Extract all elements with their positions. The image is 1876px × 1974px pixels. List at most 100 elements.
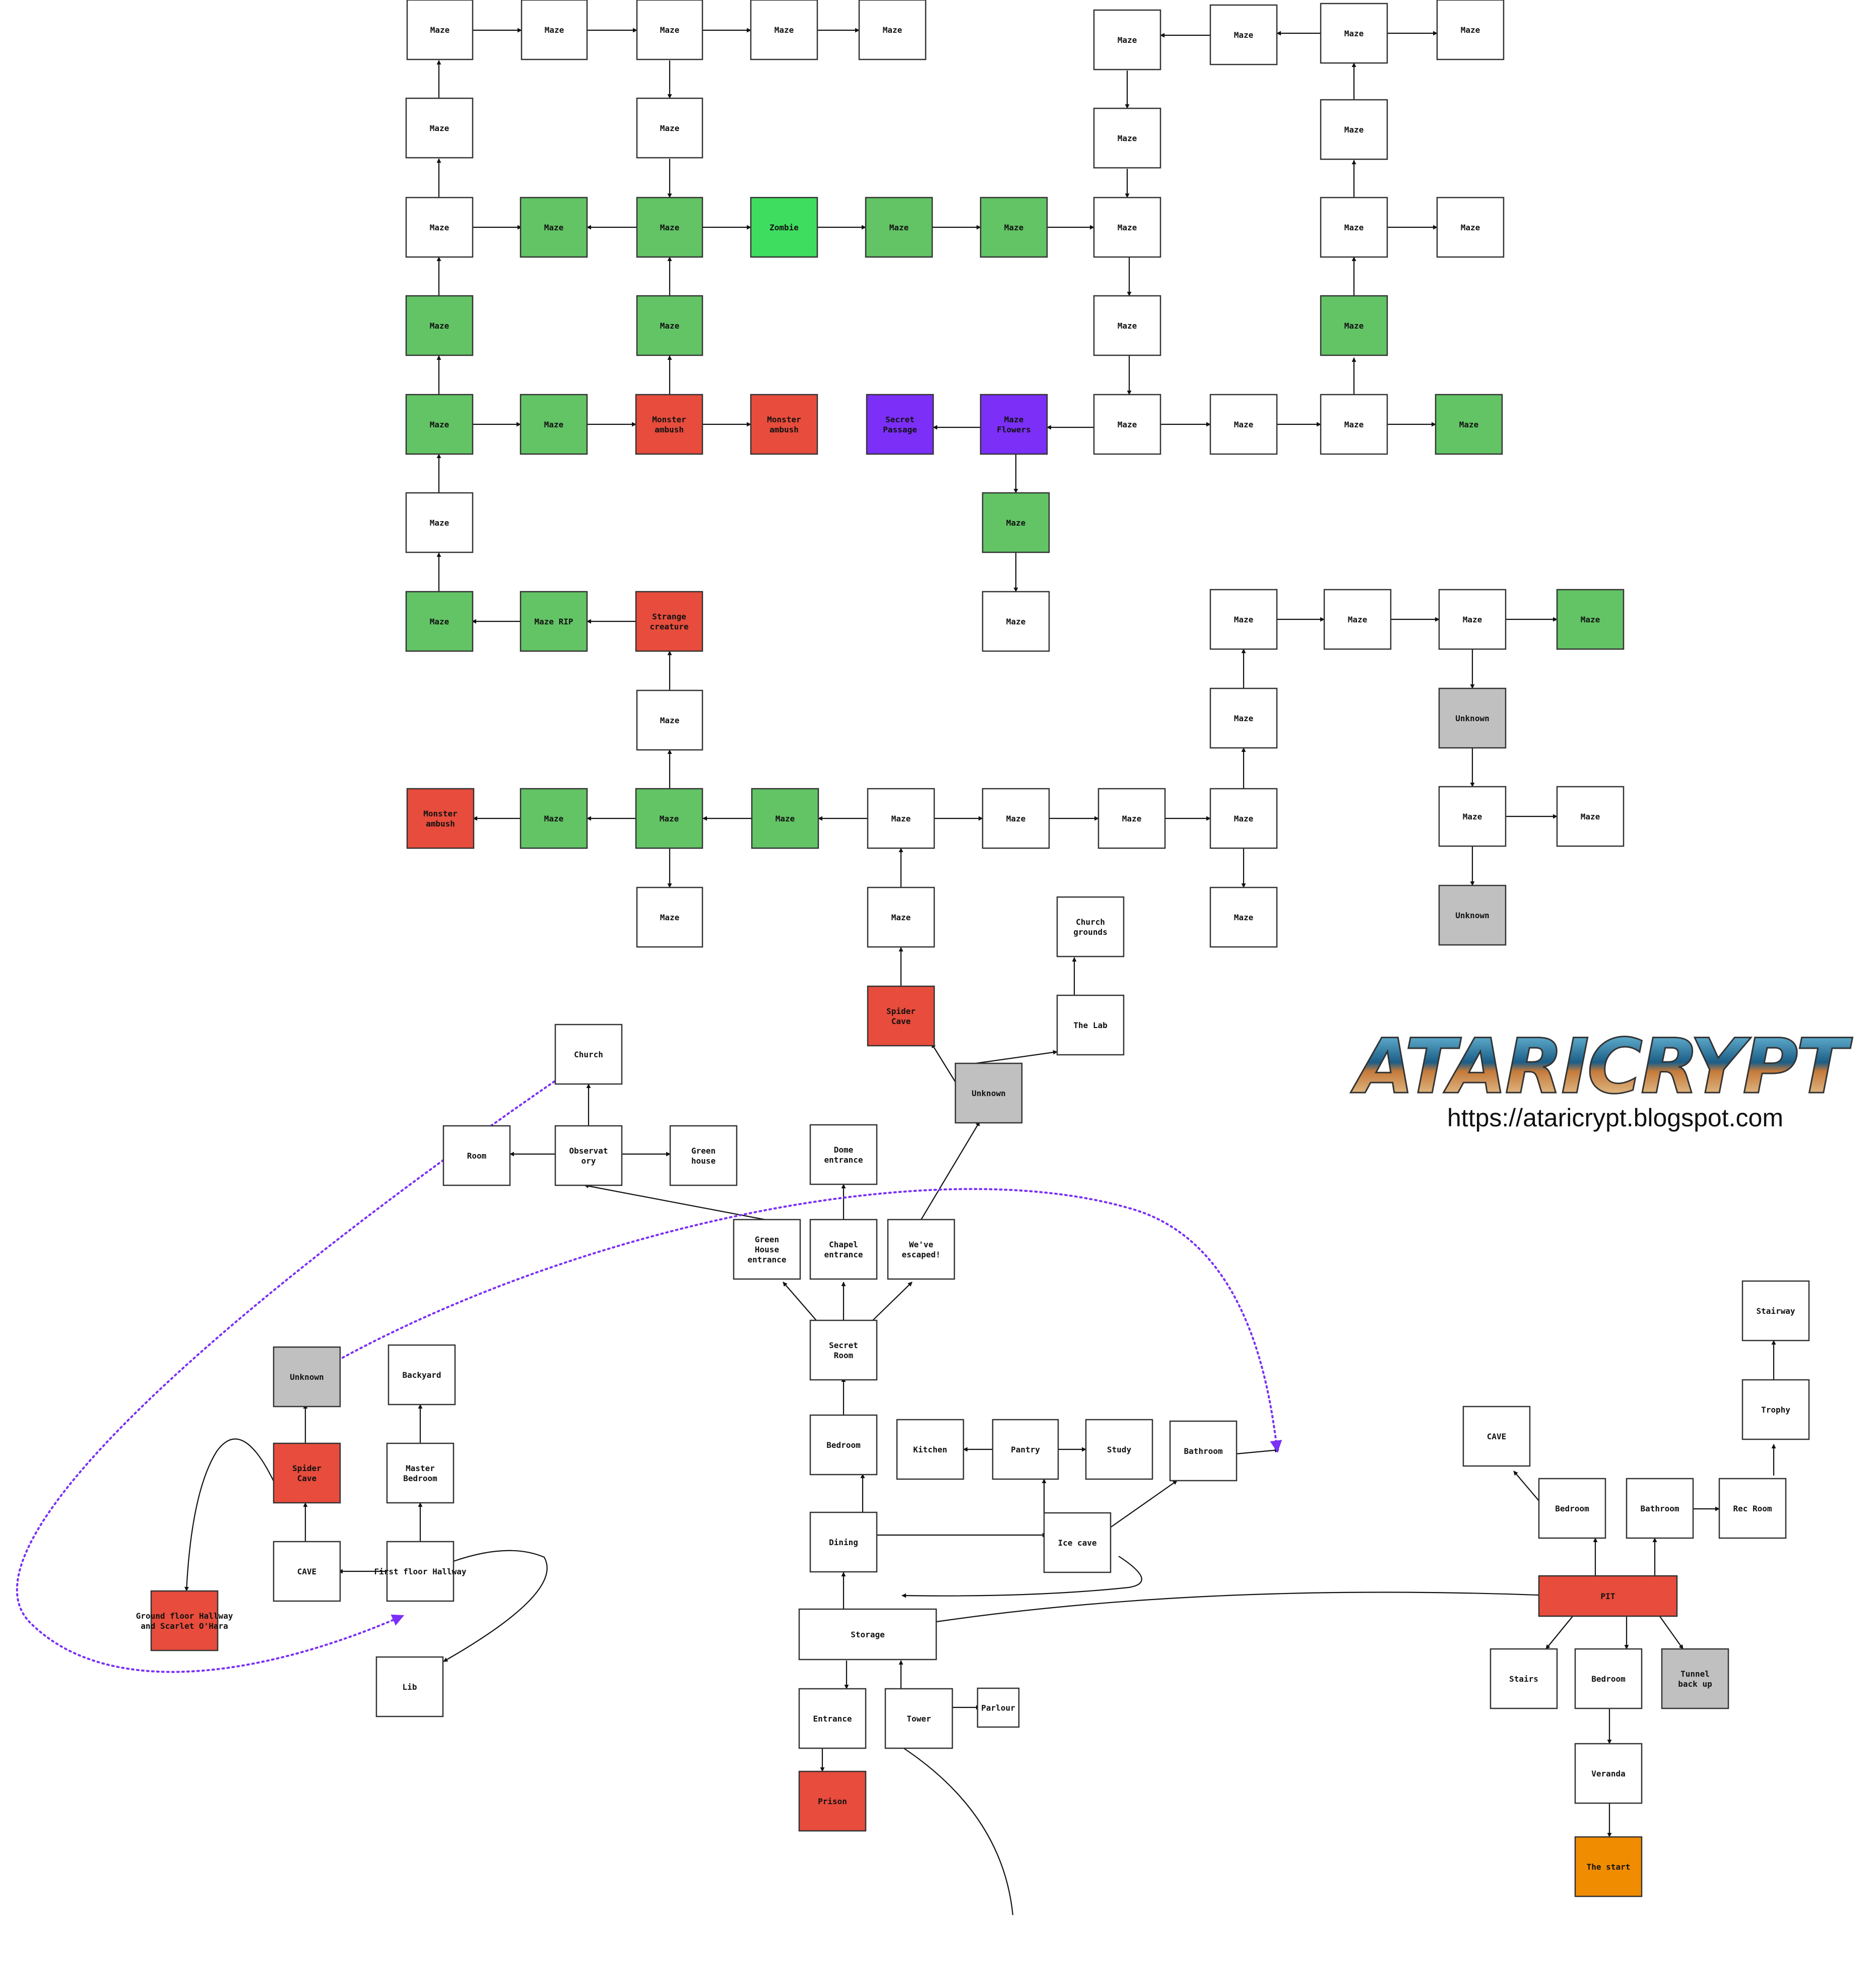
room-node: Maze	[636, 0, 703, 60]
room-box	[520, 788, 588, 849]
room-label: entrance	[747, 1255, 786, 1264]
room-node: Bedroom	[1538, 1478, 1606, 1539]
room-box	[405, 591, 474, 652]
room-node: Church	[554, 1024, 623, 1085]
room-node: Trophy	[1741, 1379, 1810, 1440]
room-node: Maze	[1097, 788, 1166, 849]
room-label: Green	[691, 1146, 716, 1156]
room-box	[750, 0, 818, 60]
room-label: Veranda	[1591, 1769, 1625, 1778]
room-box	[733, 1219, 801, 1280]
room-node: Maze	[1209, 589, 1278, 650]
room-label: Dining	[829, 1538, 858, 1547]
room-label: Maze	[1344, 29, 1364, 38]
room-node: Zombie	[750, 197, 818, 258]
room-box	[273, 1346, 341, 1408]
room-box	[554, 1024, 623, 1085]
room-label: Maze	[660, 814, 679, 823]
room-label: Bedroom	[826, 1440, 861, 1450]
room-node: Maze	[1209, 886, 1278, 948]
room-label: Rec Room	[1733, 1504, 1772, 1513]
room-label: Dome	[834, 1145, 854, 1155]
room-label: Maze	[889, 223, 909, 232]
room-node: Maze	[1093, 394, 1161, 455]
room-node: Maze	[636, 886, 703, 948]
room-box	[636, 0, 703, 60]
room-label: Maze	[430, 321, 449, 331]
room-box	[405, 197, 474, 258]
room-box	[1538, 1575, 1678, 1617]
room-label: Maze	[660, 913, 680, 922]
room-node: Maze	[636, 97, 703, 159]
room-node: First floor Hallway	[374, 1541, 467, 1602]
room-label: CAVE	[1487, 1432, 1507, 1441]
room-box	[636, 97, 703, 159]
room-label: creature	[650, 622, 688, 631]
room-node: Maze	[751, 788, 819, 849]
room-label: Maze	[1234, 30, 1254, 40]
room-box	[982, 788, 1050, 849]
room-node: Parlour	[977, 1687, 1020, 1728]
room-box	[273, 1442, 341, 1504]
room-node: Maze	[520, 197, 588, 258]
room-box	[884, 1688, 953, 1749]
room-box	[954, 1062, 1023, 1124]
room-label: Tunnel	[1680, 1669, 1710, 1679]
room-node: CAVE	[1462, 1406, 1531, 1467]
room-box	[375, 1656, 444, 1717]
room-label: Bedroom	[403, 1474, 437, 1483]
room-node: Maze	[1093, 197, 1161, 258]
room-box	[1093, 107, 1161, 169]
room-box	[809, 1319, 878, 1381]
room-label: Maze	[1118, 134, 1137, 143]
room-node: Unknown	[273, 1346, 341, 1408]
room-label: Maze RIP	[534, 617, 573, 626]
room-node: The start	[1574, 1836, 1643, 1897]
room-label: Storage	[851, 1630, 884, 1639]
room-label: Stairs	[1509, 1674, 1538, 1684]
room-box	[1718, 1478, 1787, 1539]
room-node: PIT	[1538, 1575, 1678, 1617]
room-box	[554, 1125, 623, 1186]
room-node: Maze	[520, 788, 588, 849]
room-box	[750, 394, 818, 455]
room-label: Maze	[660, 223, 680, 232]
room-node: Maze	[405, 394, 474, 455]
room-box	[1093, 394, 1161, 455]
room-box	[1320, 394, 1388, 455]
room-label: Maze	[430, 25, 450, 35]
room-box	[387, 1344, 456, 1406]
room-box	[521, 0, 588, 60]
room-label: Spider	[886, 1006, 916, 1016]
room-label: Maze	[1459, 420, 1479, 429]
room-node: Maze	[750, 0, 818, 60]
room-node: Maze	[406, 0, 474, 60]
room-label: We've	[909, 1240, 933, 1249]
room-label: Unknown	[972, 1089, 1005, 1098]
room-node: Maze	[635, 788, 703, 849]
room-box	[405, 97, 474, 159]
room-box	[867, 985, 935, 1047]
room-label: Maze	[660, 321, 680, 331]
room-box	[386, 1541, 455, 1602]
room-node: Maze	[1093, 107, 1161, 169]
room-label: Monster	[767, 415, 801, 424]
room-node: Maze	[405, 97, 474, 159]
room-label: Maze	[660, 123, 680, 133]
room-box	[1085, 1419, 1153, 1480]
room-label: Master	[406, 1463, 435, 1473]
room-label: CAVE	[297, 1567, 317, 1576]
room-box	[1462, 1406, 1531, 1467]
room-label: Strange	[652, 612, 686, 621]
room-label: Bathroom	[1184, 1446, 1222, 1456]
room-node: Maze	[858, 0, 927, 60]
room-box	[1436, 197, 1505, 258]
logo-url: https://ataricrypt.blogspot.com	[1447, 1104, 1783, 1132]
room-label: Maze	[891, 814, 911, 823]
room-label: Kitchen	[913, 1445, 947, 1454]
